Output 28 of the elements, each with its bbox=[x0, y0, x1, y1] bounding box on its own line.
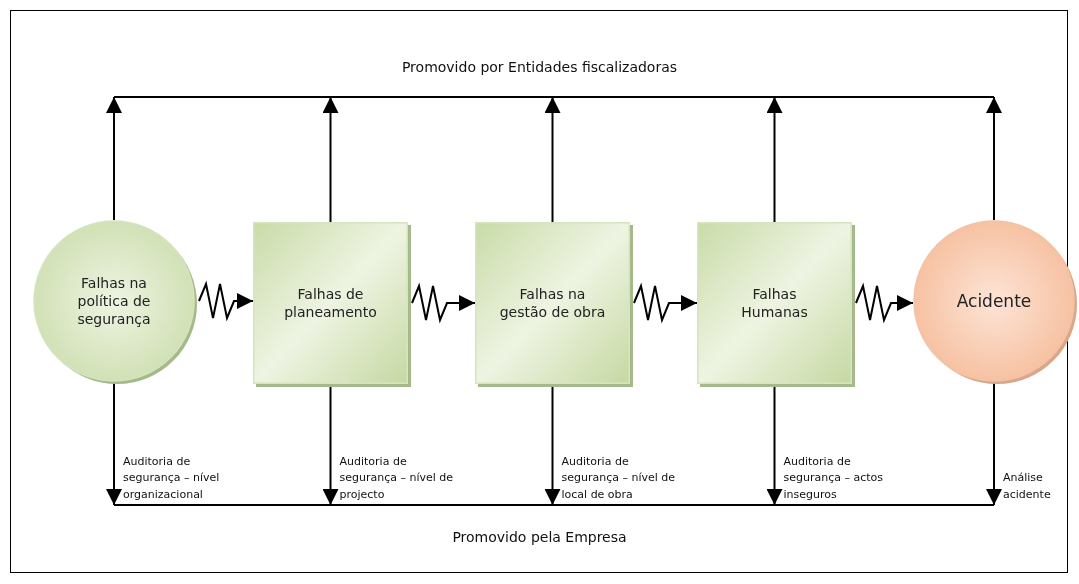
process-box bbox=[475, 222, 630, 384]
edge-label: Auditoria de segurança – actos inseguros bbox=[783, 453, 885, 503]
arrow bbox=[106, 96, 122, 221]
arrow bbox=[322, 96, 339, 223]
zigzag-arrow bbox=[411, 282, 476, 324]
zigzag-arrow bbox=[855, 282, 914, 324]
arrow bbox=[986, 381, 1002, 506]
node-label: Acidente bbox=[955, 289, 1033, 313]
arrow bbox=[544, 96, 561, 223]
process-circle bbox=[33, 220, 195, 382]
group-label: Promovido por Entidades fiscalizadoras bbox=[401, 59, 678, 75]
arrow bbox=[986, 96, 1002, 221]
edge-label: Auditoria de segurança – nível de projecto bbox=[339, 453, 455, 503]
node-label: Falhas Humanas bbox=[740, 284, 809, 322]
arrow bbox=[766, 96, 783, 223]
edge-label: Análise acidente bbox=[1003, 470, 1052, 503]
process-box bbox=[253, 222, 408, 384]
arrow bbox=[106, 381, 122, 506]
group-label: Promovido pela Empresa bbox=[452, 529, 627, 545]
edge-label: Auditoria de segurança – nível organizacional bbox=[123, 453, 221, 503]
zigzag-arrow bbox=[633, 282, 698, 324]
zigzag-arrow bbox=[198, 280, 254, 322]
edge-label: Auditoria de segurança – nível de local de obra bbox=[561, 453, 677, 503]
process-box bbox=[697, 222, 852, 384]
node-label: Falhas na gestão de obra bbox=[498, 284, 607, 322]
node-label: Falhas na política de segurança bbox=[76, 273, 152, 329]
node-label: Falhas de planeamento bbox=[283, 284, 378, 322]
process-circle bbox=[913, 220, 1075, 382]
